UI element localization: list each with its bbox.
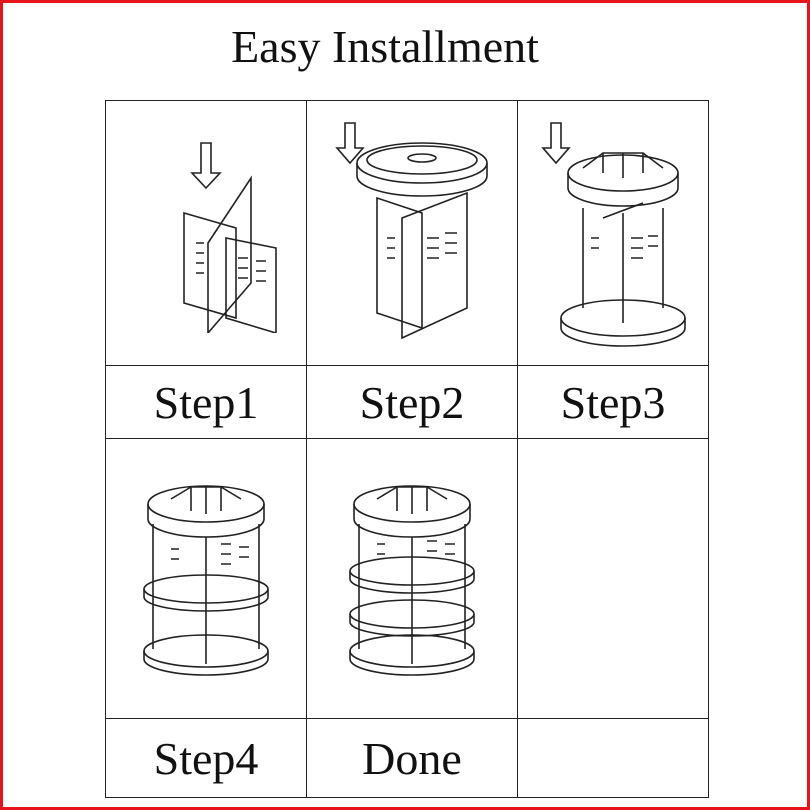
step1-illustration bbox=[105, 100, 307, 366]
step1-label-cell: Step1 bbox=[105, 365, 307, 439]
done-label: Done bbox=[362, 732, 462, 784]
step2-label-cell: Step2 bbox=[306, 365, 518, 439]
step4-illustration bbox=[105, 438, 307, 719]
step2-label: Step2 bbox=[359, 376, 465, 428]
step3-label-cell: Step3 bbox=[517, 365, 709, 439]
step4-label: Step4 bbox=[153, 732, 259, 784]
shelf-insert-icon bbox=[143, 484, 269, 676]
done-label-cell: Done bbox=[306, 718, 518, 798]
empty-cell bbox=[517, 438, 709, 719]
finished-organizer-icon bbox=[349, 484, 475, 676]
step1-label: Step1 bbox=[153, 376, 259, 428]
steps-grid: Step1 Step2 Step3 bbox=[105, 100, 709, 798]
page-title: Easy Installment bbox=[231, 21, 539, 72]
top-lid-attach-icon bbox=[335, 122, 488, 340]
done-illustration bbox=[306, 438, 518, 719]
step2-illustration bbox=[306, 100, 518, 366]
dividers-assembly-icon bbox=[183, 142, 277, 333]
tray-attach-icon bbox=[541, 122, 686, 347]
step3-label: Step3 bbox=[560, 376, 666, 428]
empty-label-cell bbox=[517, 718, 709, 798]
step3-illustration bbox=[517, 100, 709, 366]
step4-label-cell: Step4 bbox=[105, 718, 307, 798]
